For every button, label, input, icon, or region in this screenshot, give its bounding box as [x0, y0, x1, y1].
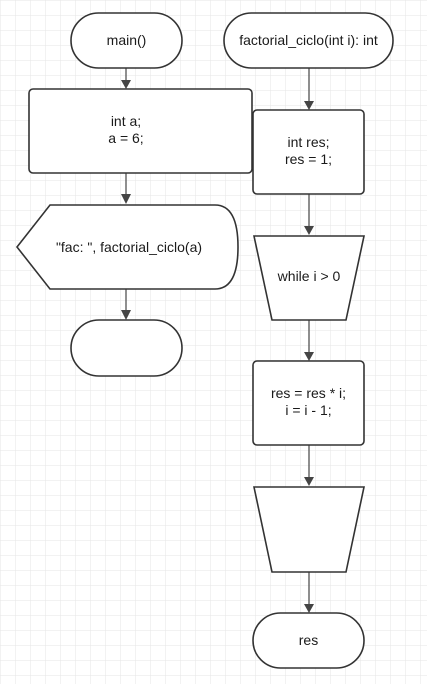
- node-loop-body[interactable]: res = res * i; i = i - 1;: [252, 360, 365, 446]
- arrow-loop-end-to-return: [304, 604, 314, 613]
- loop-body-line-2: i = i - 1;: [285, 402, 331, 418]
- main-decl-line-1: int a;: [111, 113, 141, 129]
- main-start-label: main(): [107, 32, 147, 48]
- node-loop-end[interactable]: [253, 486, 365, 573]
- node-main-declaration[interactable]: int a; a = 6;: [28, 88, 253, 174]
- main-connectors: [121, 68, 131, 320]
- arrow-func-start-to-decl: [304, 101, 314, 110]
- arrow-main-output-to-end: [121, 310, 131, 320]
- arrow-body-to-loop-end: [304, 477, 314, 486]
- func-decl-line-2: res = 1;: [285, 151, 332, 167]
- main-output-label: "fac: ", factorial_ciclo(a): [56, 239, 202, 255]
- node-main-end[interactable]: [70, 319, 183, 377]
- function-connectors: [304, 68, 314, 613]
- loop-start-label: while i > 0: [277, 268, 341, 284]
- func-start-label: factorial_ciclo(int i): int: [239, 32, 378, 48]
- loop-body-line-1: res = res * i;: [271, 385, 346, 401]
- arrow-main-decl-to-output: [121, 194, 131, 204]
- node-loop-start[interactable]: while i > 0: [253, 235, 365, 321]
- process-shape: [252, 109, 365, 195]
- loop-limit-shape: [253, 235, 365, 321]
- terminator-shape: [252, 612, 365, 669]
- node-func-return[interactable]: res: [252, 612, 365, 669]
- arrow-loop-to-body: [304, 352, 314, 361]
- main-decl-line-2: a = 6;: [108, 130, 143, 146]
- terminator-shape: [70, 12, 183, 69]
- terminator-shape: [223, 12, 394, 69]
- arrow-func-decl-to-loop: [304, 226, 314, 235]
- node-func-start[interactable]: factorial_ciclo(int i): int: [223, 12, 394, 69]
- process-shape: [252, 360, 365, 446]
- display-shape: [15, 204, 239, 290]
- terminator-shape: [70, 319, 183, 377]
- arrow-main-start-to-decl: [121, 80, 131, 89]
- node-main-start[interactable]: main(): [70, 12, 183, 69]
- func-return-label: res: [299, 632, 318, 648]
- loop-end-shape: [253, 486, 365, 573]
- node-func-declaration[interactable]: int res; res = 1;: [252, 109, 365, 195]
- func-decl-line-1: int res;: [287, 134, 329, 150]
- process-shape: [28, 88, 253, 174]
- node-main-output[interactable]: "fac: ", factorial_ciclo(a): [15, 204, 239, 290]
